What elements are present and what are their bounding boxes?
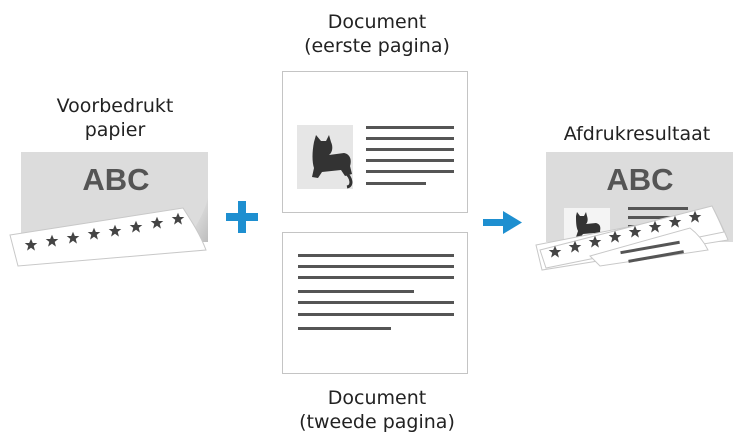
preprinted-paper: ABC [9,152,208,267]
document-second-page [282,232,468,374]
first-page-text-lines [366,126,454,185]
document-first-page-label: Document (eerste pagina) [272,10,482,58]
print-result-label-line1: Afdrukresultaat [563,123,711,145]
document-first-page [282,71,468,213]
document-second-page-label-line2: (tweede pagina) [299,411,455,433]
arrow-right-icon [483,211,522,234]
preprinted-paper-label-line1: Voorbedrukt [56,95,174,117]
second-page-text-lines [298,254,454,330]
preprinted-paper-label-line2: papier [84,119,146,141]
document-first-page-label-line2: (eerste pagina) [304,35,450,57]
document-second-page-label: Document (tweede pagina) [262,386,492,434]
preprinted-paper-label: Voorbedrukt papier [20,94,210,142]
cat-image-icon [297,125,353,189]
print-result: ABC [535,152,733,271]
print-result-label: Afdrukresultaat [540,122,734,146]
document-second-page-label-line1: Document [327,387,427,409]
document-first-page-label-line1: Document [327,11,427,33]
preprinted-abc-text: ABC [82,162,149,197]
plus-icon [226,201,258,233]
result-abc-text: ABC [606,162,673,197]
